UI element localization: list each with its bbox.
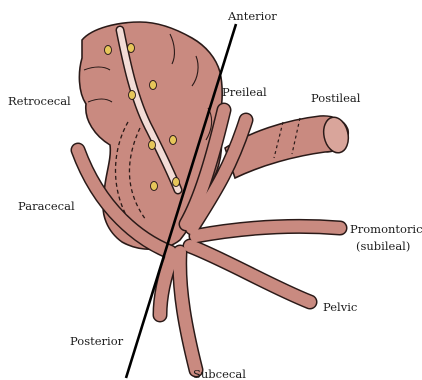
label-retrocecal: Retrocecal — [8, 94, 71, 108]
label-subileal: (subileal) — [356, 239, 410, 253]
label-promontoric: Promontoric — [350, 222, 422, 236]
label-posterior: Posterior — [70, 334, 124, 348]
label-anterior: Anterior — [227, 9, 277, 23]
label-preileal: Preileal — [222, 85, 267, 99]
label-pelvic: Pelvic — [323, 300, 357, 314]
label-paracecal: Paracecal — [18, 199, 75, 213]
label-postileal: Postileal — [311, 91, 361, 105]
label-subcecal: Subcecal — [193, 367, 246, 380]
